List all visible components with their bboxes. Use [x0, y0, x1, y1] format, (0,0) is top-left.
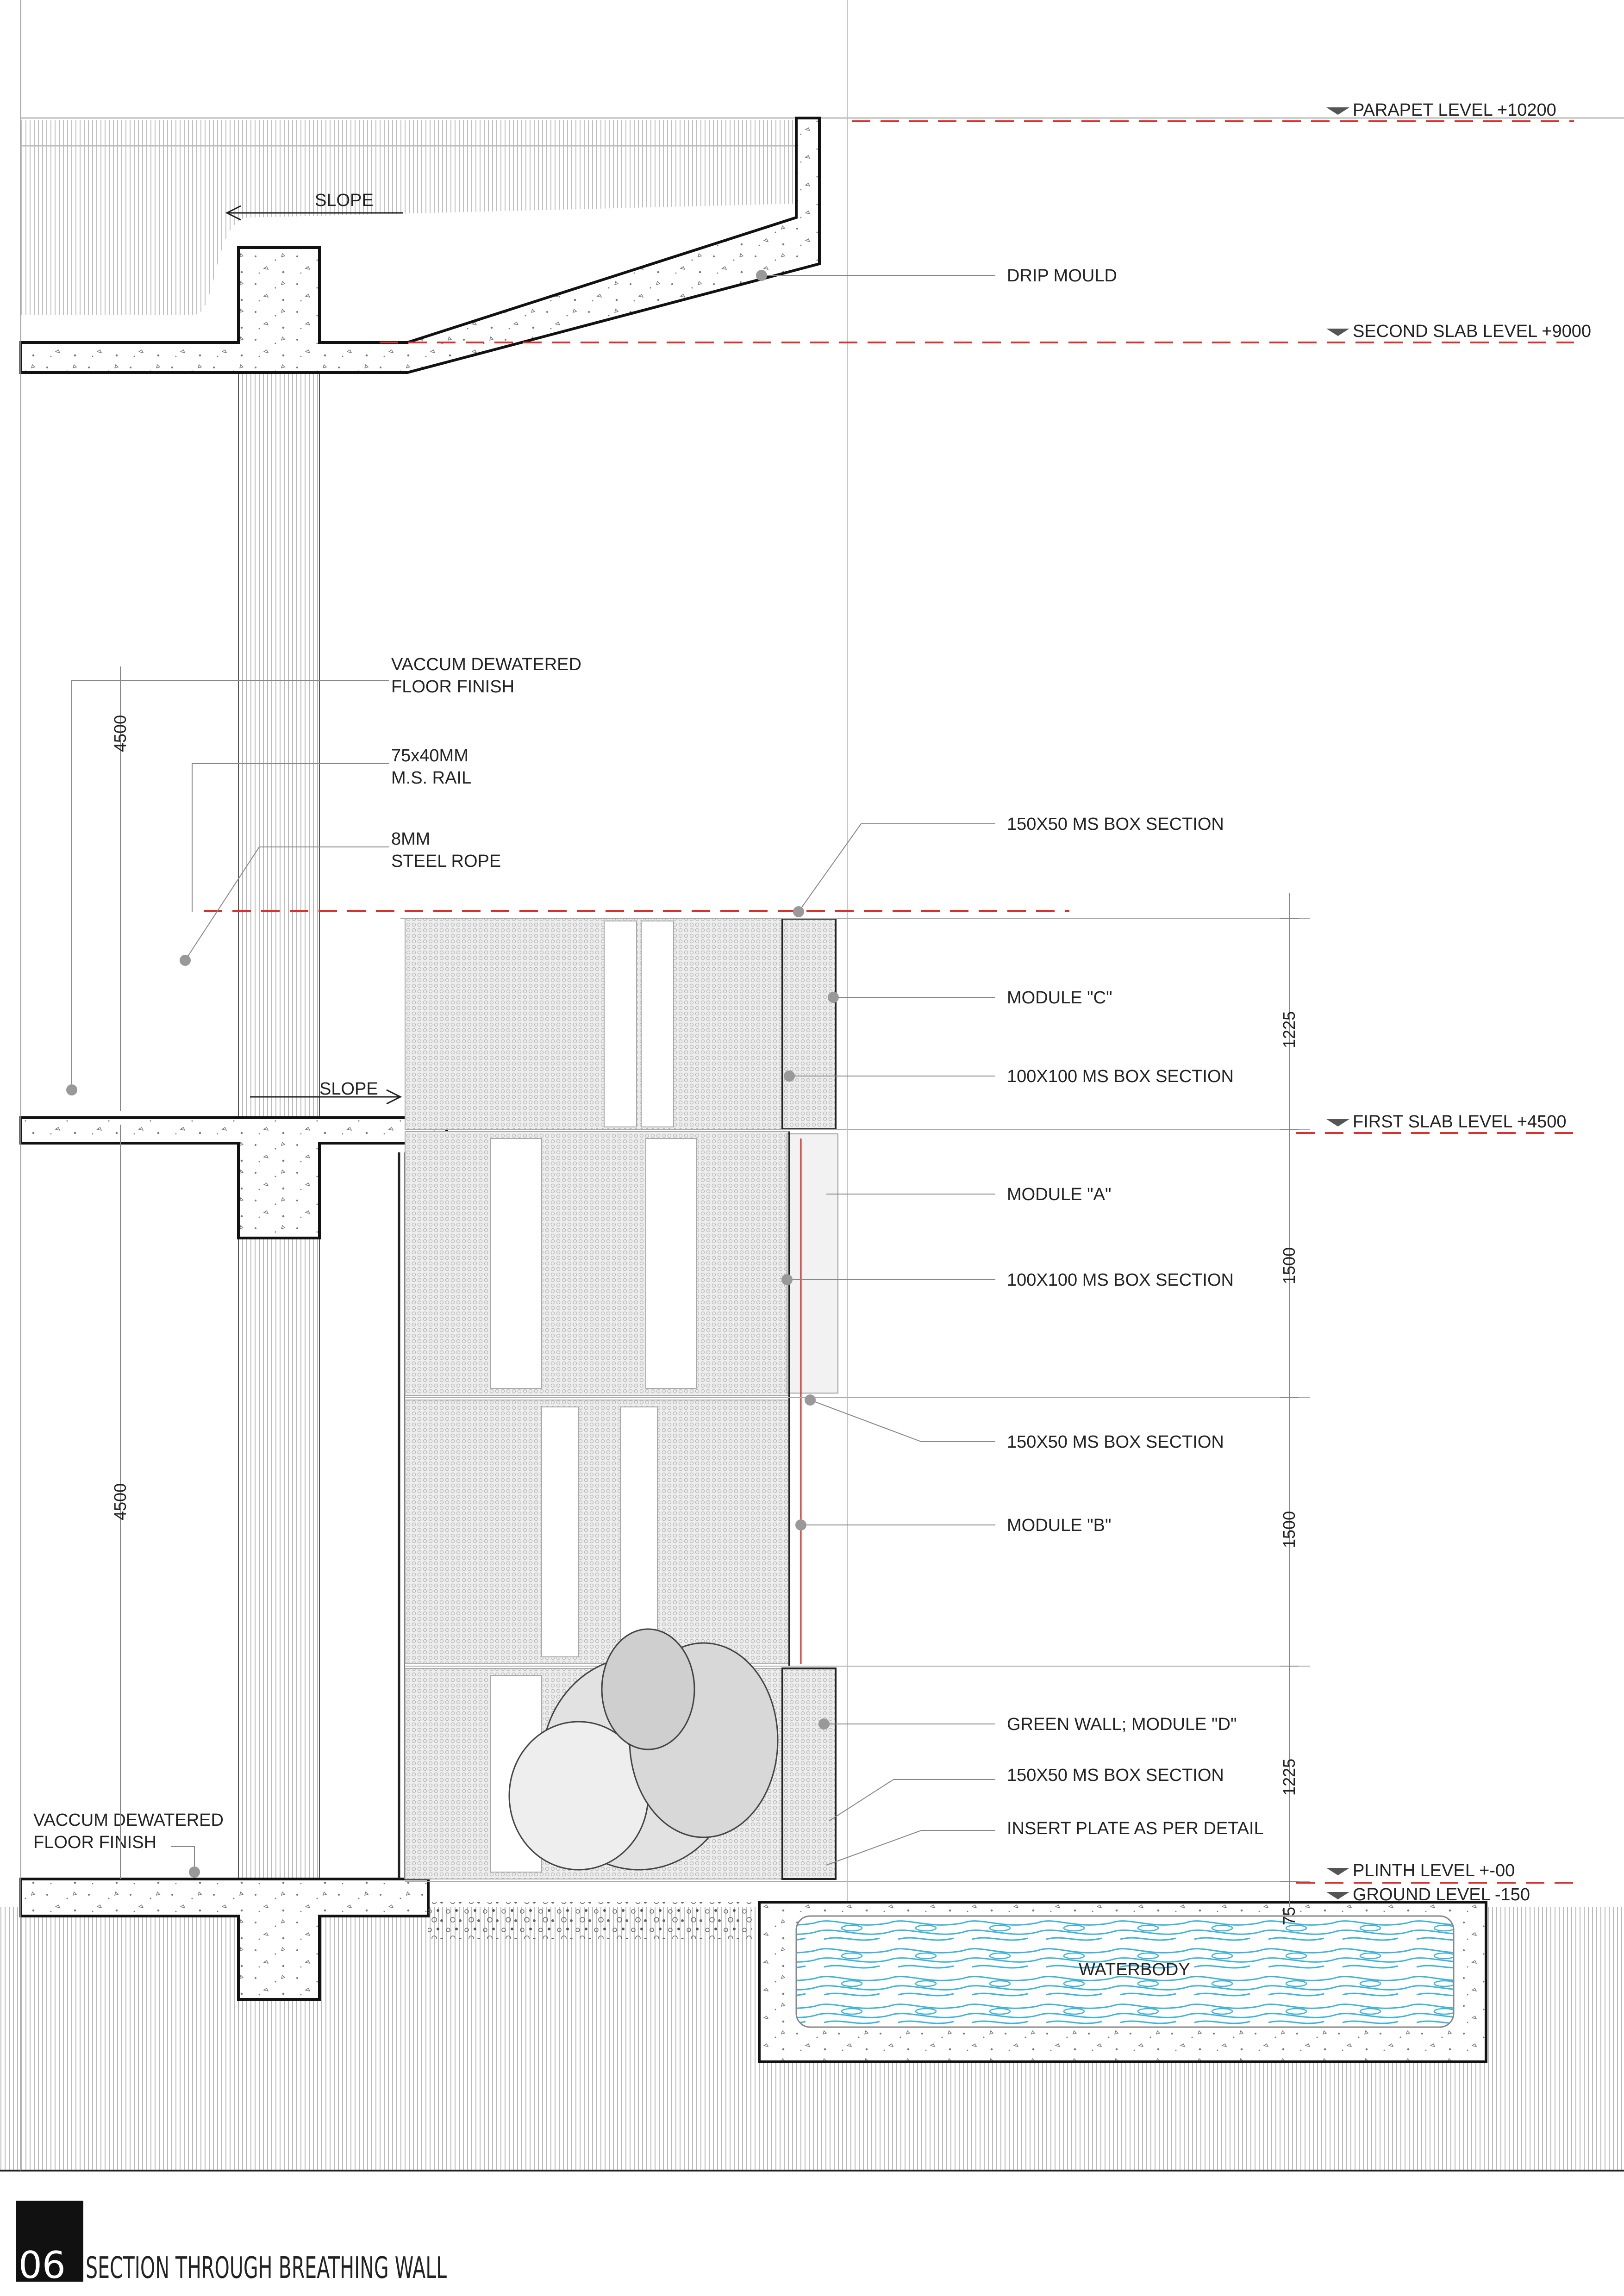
module-b-label: MODULE "B": [1007, 1516, 1111, 1535]
waterbody-label: WATERBODY: [1079, 1960, 1190, 1979]
plinth-level-label: PLINTH LEVEL +-00: [1353, 1861, 1515, 1880]
module-c-label: MODULE "C": [1007, 988, 1112, 1008]
box150-mid-label: 150X50 MS BOX SECTION: [1007, 1432, 1224, 1452]
second-slab: [19, 117, 821, 374]
dim-lower-floor: 4500: [111, 1483, 130, 1520]
gravel-bed: [428, 1902, 752, 1939]
dim-plinth-ground: 75: [1280, 1907, 1299, 1925]
box150-top-label: 150X50 MS BOX SECTION: [1007, 815, 1224, 834]
title-number-box: [16, 2201, 83, 2282]
ms-rail-label-2: M.S. RAIL: [391, 768, 471, 788]
dim-module-c: 1225: [1280, 1011, 1299, 1048]
dim-module-d: 1225: [1280, 1759, 1299, 1796]
second-slab-level-label: SECOND SLAB LEVEL +9000: [1353, 322, 1591, 341]
steel-rope-label-1: 8MM: [391, 829, 430, 849]
plinth-slab: [19, 1878, 430, 2001]
dim-module-a: 1500: [1280, 1247, 1299, 1284]
parapet-level-label: PARAPET LEVEL +10200: [1353, 100, 1556, 120]
ms-box-column-upper: [781, 918, 837, 1130]
module-b-panel: [405, 1400, 790, 1664]
box100-c-label: 100X100 MS BOX SECTION: [1007, 1067, 1234, 1086]
module-a-label: MODULE "A": [1007, 1185, 1111, 1204]
ms-box-column-lower: [781, 1668, 837, 1880]
vaccum-upper-label-1: VACCUM DEWATERED: [391, 655, 581, 674]
ground-level-label: GROUND LEVEL -150: [1353, 1885, 1530, 1904]
first-slab-level-label: FIRST SLAB LEVEL +4500: [1353, 1112, 1567, 1132]
slope-label-mid: SLOPE: [319, 1079, 378, 1099]
vaccum-lower-label-2: FLOOR FINISH: [33, 1833, 156, 1852]
module-a-panel: [405, 1131, 790, 1396]
steel-rope-label-2: STEEL ROPE: [391, 852, 501, 871]
box150-bot-label: 150X50 MS BOX SECTION: [1007, 1766, 1224, 1785]
roof-screed: [21, 120, 796, 315]
green-wall-a: [787, 1133, 838, 1394]
waterbody-water: [795, 1915, 1455, 2028]
slope-label-top: SLOPE: [315, 191, 374, 210]
drip-mould-label: DRIP MOULD: [1007, 266, 1117, 286]
ms-rail-label-1: 75x40MM: [391, 746, 468, 765]
dim-module-b: 1500: [1280, 1511, 1299, 1548]
insert-plate-label: INSERT PLATE AS PER DETAIL: [1007, 1819, 1264, 1838]
green-wall-label: GREEN WALL; MODULE "D": [1007, 1715, 1237, 1734]
dim-upper-floor: 4500: [111, 715, 130, 752]
title-number: 06: [19, 2244, 66, 2287]
vaccum-upper-label-2: FLOOR FINISH: [391, 677, 514, 697]
vaccum-lower-label-1: VACCUM DEWATERED: [33, 1811, 224, 1830]
module-c-panel: [405, 918, 790, 1130]
box100-a-label: 100X100 MS BOX SECTION: [1007, 1270, 1234, 1290]
planting: [508, 1628, 779, 1871]
title-text: SECTION THROUGH BREATHING WALL: [86, 2251, 447, 2285]
first-slab: [19, 1116, 448, 1239]
lower-column: [238, 1235, 320, 1879]
upper-column: [238, 370, 320, 1120]
